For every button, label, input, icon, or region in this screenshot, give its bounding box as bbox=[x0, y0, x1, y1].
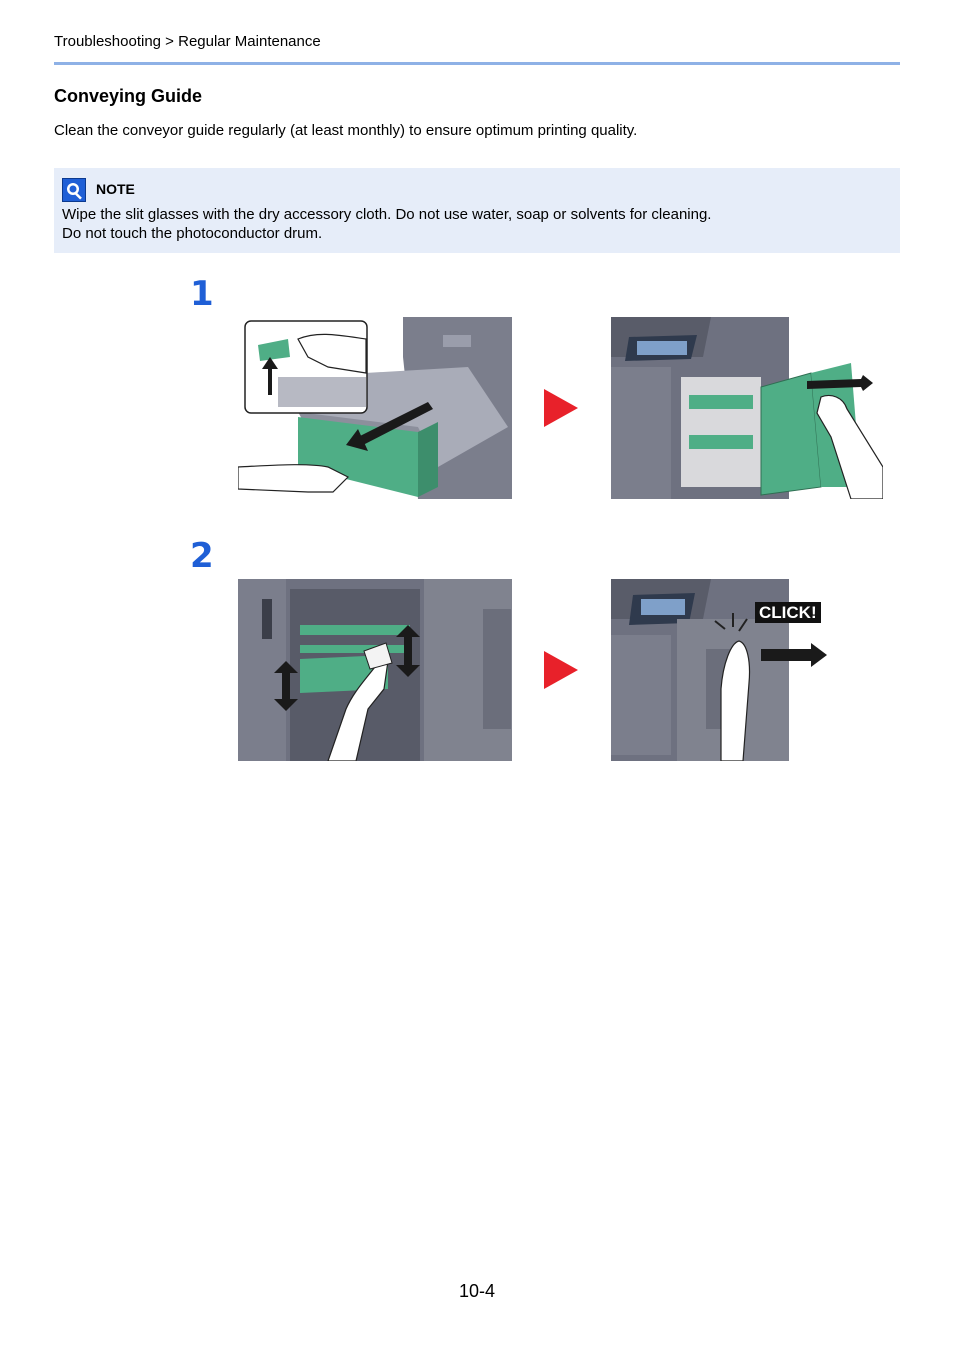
wipe-conveying-guide-illustration bbox=[238, 579, 512, 761]
open-right-cover-illustration bbox=[611, 317, 883, 499]
note-label: NOTE bbox=[96, 181, 135, 197]
next-arrow bbox=[544, 651, 578, 689]
step-number-1: 1 bbox=[190, 274, 214, 314]
intro-text: Clean the conveyor guide regularly (at l… bbox=[54, 122, 638, 139]
page-number: 10-4 bbox=[458, 1281, 496, 1301]
breadcrumb: Troubleshooting > Regular Maintenance bbox=[54, 33, 321, 50]
note-icon bbox=[62, 178, 86, 202]
click-callout: CLICK! bbox=[755, 602, 821, 623]
step-number-2: 2 bbox=[190, 536, 214, 576]
pull-out-cassette-illustration bbox=[238, 317, 512, 499]
note-line: Wipe the slit glasses with the dry acces… bbox=[62, 206, 712, 223]
section-title: Conveying Guide bbox=[54, 86, 203, 106]
note-line: Do not touch the photoconductor drum. bbox=[62, 225, 323, 242]
header-rule bbox=[54, 62, 900, 65]
note-box: NOTE Wipe the slit glasses with the dry … bbox=[54, 168, 900, 253]
next-arrow bbox=[544, 389, 578, 427]
